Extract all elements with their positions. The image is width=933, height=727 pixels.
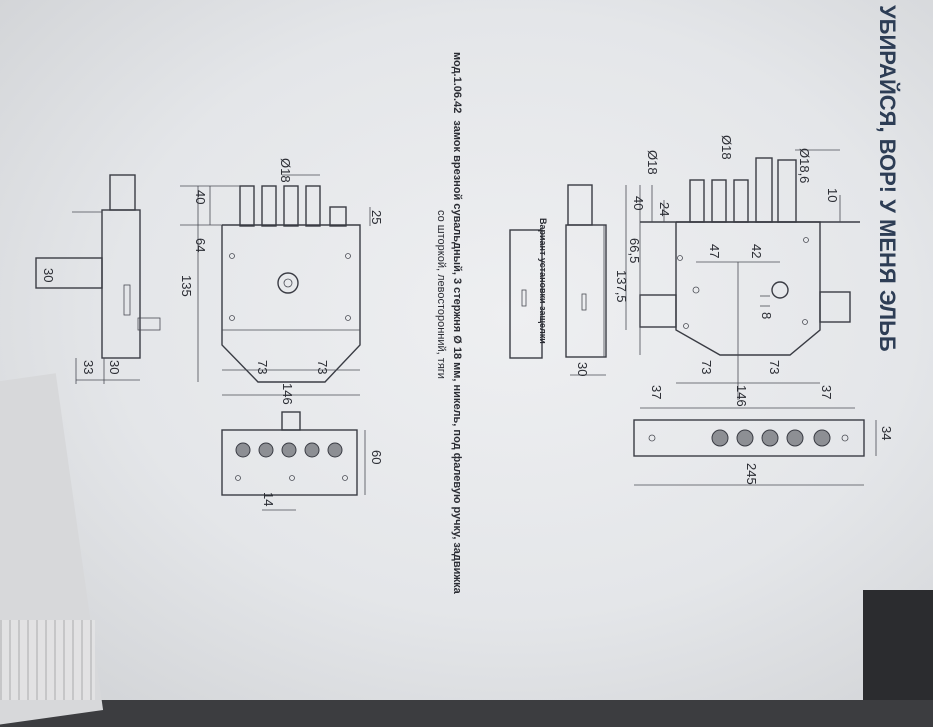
right-dim-diam18b: Ø18 (719, 135, 734, 160)
right-dim-146: 146 (734, 385, 749, 407)
left-lock-front-view (180, 174, 371, 396)
latch-variant-caption: Вариант установки защелки (538, 218, 548, 344)
right-dim-24: 24 (657, 202, 672, 216)
latch-dim-30: 30 (575, 362, 590, 376)
left-dim-73b: 73 (315, 360, 330, 374)
right-dim-73a: 73 (699, 360, 714, 374)
left-dim-73a: 73 (255, 360, 270, 374)
right-dim-10: 10 (825, 188, 840, 202)
right-dim-66-5: 66,5 (627, 238, 642, 263)
right-dim-diam18-6: Ø18,6 (797, 148, 812, 183)
header-text: УБИРАЙСЯ, ВОР! У МЕНЯ ЭЛЬБ (875, 5, 900, 352)
left-side-dim-33: 33 (81, 360, 96, 374)
left-dim-135: 135 (179, 275, 194, 297)
left-dim-64: 64 (193, 238, 208, 252)
right-dim-37a: 37 (649, 385, 664, 399)
left-dim-40: 40 (193, 190, 208, 204)
technical-drawing: УБИРАЙСЯ, ВОР! У МЕНЯ ЭЛЬБ мод.1.06.42 з… (35, 5, 900, 595)
left-lock-side-view (35, 174, 161, 384)
dark-background-corner (863, 590, 933, 700)
right-dim-8: 8 (759, 312, 774, 319)
left-dim-diam18: Ø18 (278, 158, 293, 183)
right-dim-47: 47 (707, 244, 722, 258)
right-lock-front-view (625, 149, 860, 409)
left-side-dim-30b: 30 (107, 360, 122, 374)
graph-paper-strip (0, 620, 95, 700)
right-dim-137-5: 137,5 (614, 270, 629, 303)
left-dim-146: 146 (280, 383, 295, 405)
latch-variant-view (509, 184, 607, 376)
right-dim-37b: 37 (819, 385, 834, 399)
left-faceplate (221, 411, 366, 511)
caption-line1: замок врезной сувальдный, 3 стержня Ø 18… (451, 120, 463, 594)
left-dim-25: 25 (369, 210, 384, 224)
right-dim-73b: 73 (767, 360, 782, 374)
right-dim-40: 40 (631, 196, 646, 210)
left-side-dim-30: 30 (41, 268, 56, 282)
right-plate-dim-245: 245 (744, 463, 759, 485)
left-plate-dim-14: 14 (261, 492, 276, 506)
right-dim-diam18a: Ø18 (645, 150, 660, 175)
right-plate-dim-34: 34 (879, 426, 894, 440)
paper-sheet (0, 0, 933, 700)
right-dim-42: 42 (749, 244, 764, 258)
caption-model: мод.1.06.42 замок врезной сувальдный, 3 … (451, 52, 463, 595)
left-plate-dim-60: 60 (369, 450, 384, 464)
caption-line2: со шторкой, левосторонний, тяги (435, 210, 447, 379)
caption-model-number: мод.1.06.42 (451, 52, 463, 113)
right-faceplate (633, 419, 877, 486)
